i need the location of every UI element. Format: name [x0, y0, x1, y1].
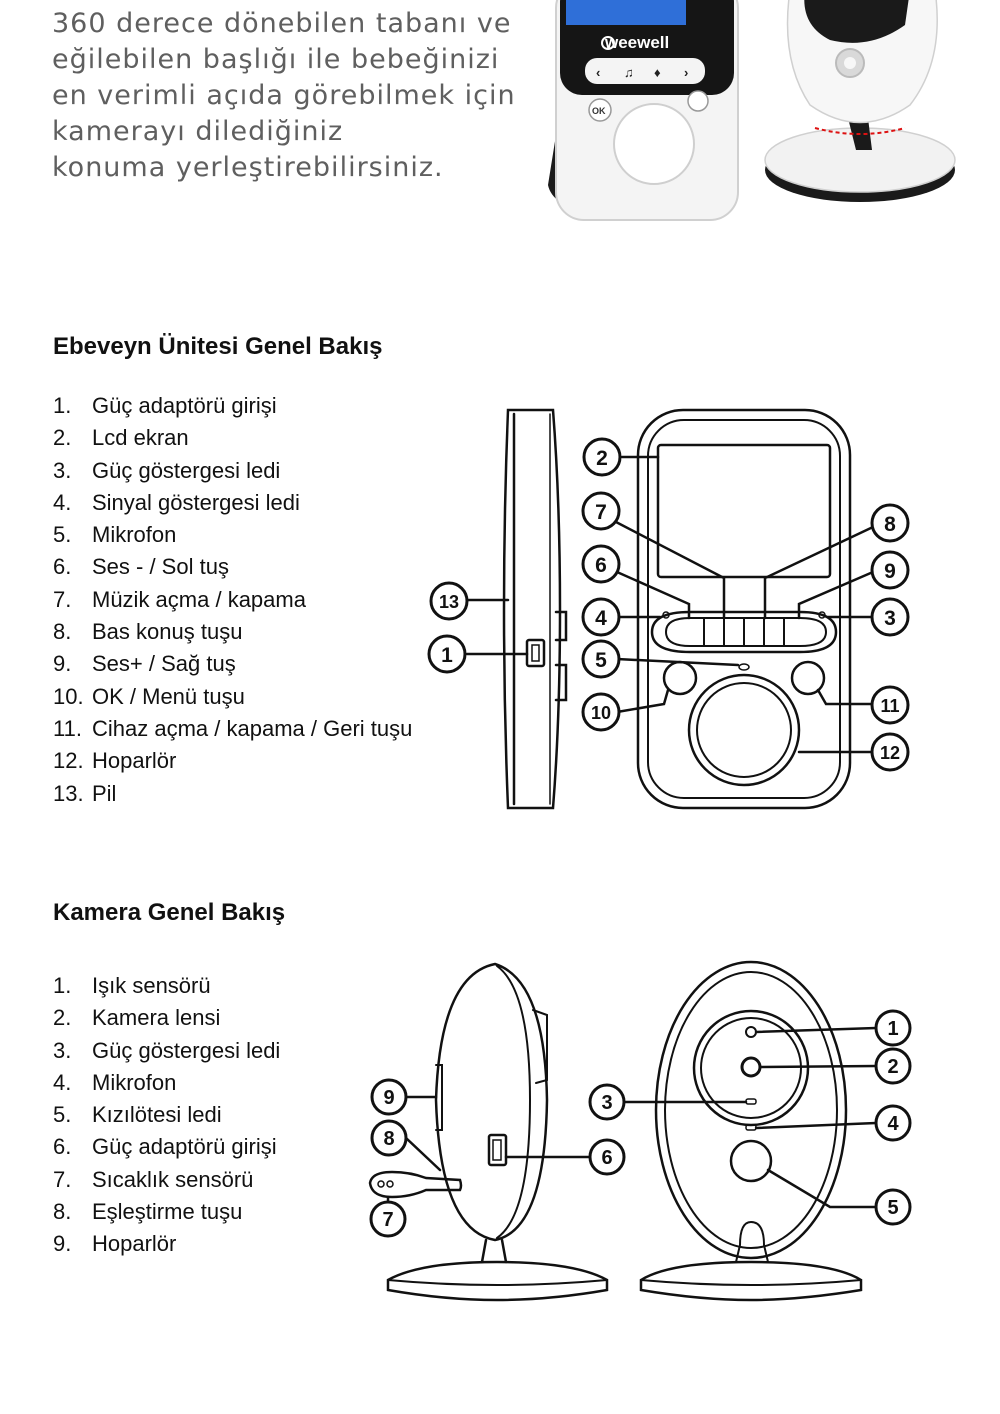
parent-unit-front-view: [636, 408, 852, 810]
list-item: 7.Sıcaklık sensörü: [53, 1166, 254, 1192]
camera-power-port: [487, 1133, 508, 1167]
product-photo: weewell ‹ ♫ ♦ › OK: [548, 0, 956, 221]
brand-logo: weewell: [604, 33, 669, 52]
side-power-port: [525, 638, 546, 668]
camera-callout-3: 3: [601, 1092, 612, 1114]
callout-10: 10: [591, 703, 611, 723]
speaker: [687, 673, 801, 787]
intro-line: en verimli açıda görebilmek için: [52, 80, 516, 111]
light-sensor: [745, 1026, 757, 1038]
list-item: 9.Hoparlör: [53, 1231, 177, 1257]
intro-line: konuma yerleştirebilirsiniz.: [52, 152, 444, 183]
list-item: 4.Mikrofon: [53, 1069, 177, 1095]
speaker-grill: [613, 103, 695, 185]
camera-callout-9: 9: [383, 1087, 394, 1109]
music-icon: ♫: [624, 65, 634, 80]
camera-callout-4: 4: [887, 1113, 899, 1135]
list-item: 2.Lcd ekran: [53, 425, 189, 451]
callout-3: 3: [884, 607, 896, 630]
ok-button-label: OK: [592, 106, 606, 116]
camera-side-base: [386, 1260, 609, 1302]
button-bar: [650, 610, 838, 654]
list-item: 13.Pil: [53, 780, 117, 806]
lcd-screen: [656, 443, 832, 579]
list-item: 3.Güç göstergesi ledi: [53, 1037, 281, 1063]
camera-lens: [740, 1056, 762, 1078]
list-item: 3.Güç göstergesi ledi: [53, 457, 281, 483]
callout-2: 2: [596, 447, 608, 470]
list-item: 1.Güç adaptörü girişi: [53, 393, 277, 418]
intro-paragraph: 360 derece dönebilen tabanı ve eğilebile…: [52, 6, 522, 186]
callout-8: 8: [884, 513, 896, 536]
camera-heading: Kamera Genel Bakış: [53, 899, 286, 926]
callout-13: 13: [439, 592, 459, 612]
list-item: 1.Işık sensörü: [53, 973, 211, 998]
power-led: [818, 611, 826, 619]
camera-microphone: [745, 1124, 757, 1131]
power-button-icon: [687, 90, 709, 112]
intro-line: 360 derece dönebilen tabanı ve: [52, 8, 512, 39]
parent-unit-side-view: [502, 408, 562, 810]
callout-12: 12: [880, 743, 900, 763]
list-item: 4.Sinyal göstergesi ledi: [53, 489, 300, 515]
callout-6: 6: [595, 554, 607, 577]
callout-1: 1: [441, 644, 453, 667]
power-back-button: [790, 660, 826, 696]
parent-unit-diagram: 2 7 6 4 5 10 8 9 3 11 12 13 1: [427, 408, 910, 810]
list-item: 7.Müzik açma / kapama: [53, 586, 306, 612]
list-item: 11.Cihaz açma / kapama / Geri tuşu: [53, 715, 413, 741]
list-item: 8.Bas konuş tuşu: [53, 619, 243, 645]
camera-feature-list: 1.Işık sensörü 2.Kamera lensi 3.Güç göst…: [53, 970, 280, 1261]
camera-callout-5: 5: [887, 1197, 898, 1219]
rotate-arrow-icon: [814, 127, 906, 135]
infrared-led: [729, 1139, 773, 1183]
list-item: 6.Güç adaptörü girişi: [53, 1134, 277, 1160]
camera-front-base: [639, 1260, 863, 1302]
list-item: 6.Ses - / Sol tuş: [53, 554, 229, 580]
mic-icon: ♦: [654, 65, 661, 80]
callout-11: 11: [880, 696, 899, 716]
nav-left-icon: ‹: [596, 65, 600, 80]
camera-lens-housing: [692, 1009, 810, 1127]
camera-callout-7: 7: [382, 1209, 393, 1231]
callout-7: 7: [595, 501, 607, 524]
camera-callout-2: 2: [887, 1056, 898, 1078]
camera-callout-1: 1: [887, 1018, 898, 1040]
camera-power-led: [745, 1098, 757, 1105]
callout-4: 4: [595, 607, 607, 630]
microphone-hole: [738, 663, 750, 671]
signal-led: [662, 611, 670, 619]
camera-side-speaker: [435, 1064, 443, 1131]
intro-line: kamerayı dilediğiniz: [52, 116, 344, 147]
power-icon: [601, 36, 615, 50]
camera-callout-8: 8: [383, 1128, 394, 1150]
list-item: 2.Kamera lensi: [53, 1005, 221, 1031]
list-item: 10.OK / Menü tuşu: [53, 683, 245, 709]
list-item: 5.Kızılötesi ledi: [53, 1102, 222, 1128]
camera-diagram: 9 8 7 6 3 1 2 4 5: [368, 960, 912, 1302]
list-item: 12.Hoparlör: [53, 748, 177, 774]
intro-line: eğilebilen başlığı ile bebeğinizi: [52, 44, 500, 75]
callout-9: 9: [884, 560, 896, 583]
temperature-sensor: [368, 1170, 463, 1199]
list-item: 8.Eşleştirme tuşu: [53, 1199, 243, 1225]
parent-unit-feature-list: 1.Güç adaptörü girişi 2.Lcd ekran 3.Güç …: [53, 390, 412, 810]
nav-right-icon: ›: [684, 65, 688, 80]
camera-front-view: [654, 960, 848, 1260]
parent-unit-heading: Ebeveyn Ünitesi Genel Bakış: [53, 333, 383, 360]
camera-callout-6: 6: [601, 1147, 612, 1169]
list-item: 9.Ses+ / Sağ tuş: [53, 651, 236, 677]
list-item: 5.Mikrofon: [53, 522, 177, 548]
callout-5: 5: [595, 649, 607, 672]
camera-side-view: [434, 962, 549, 1242]
